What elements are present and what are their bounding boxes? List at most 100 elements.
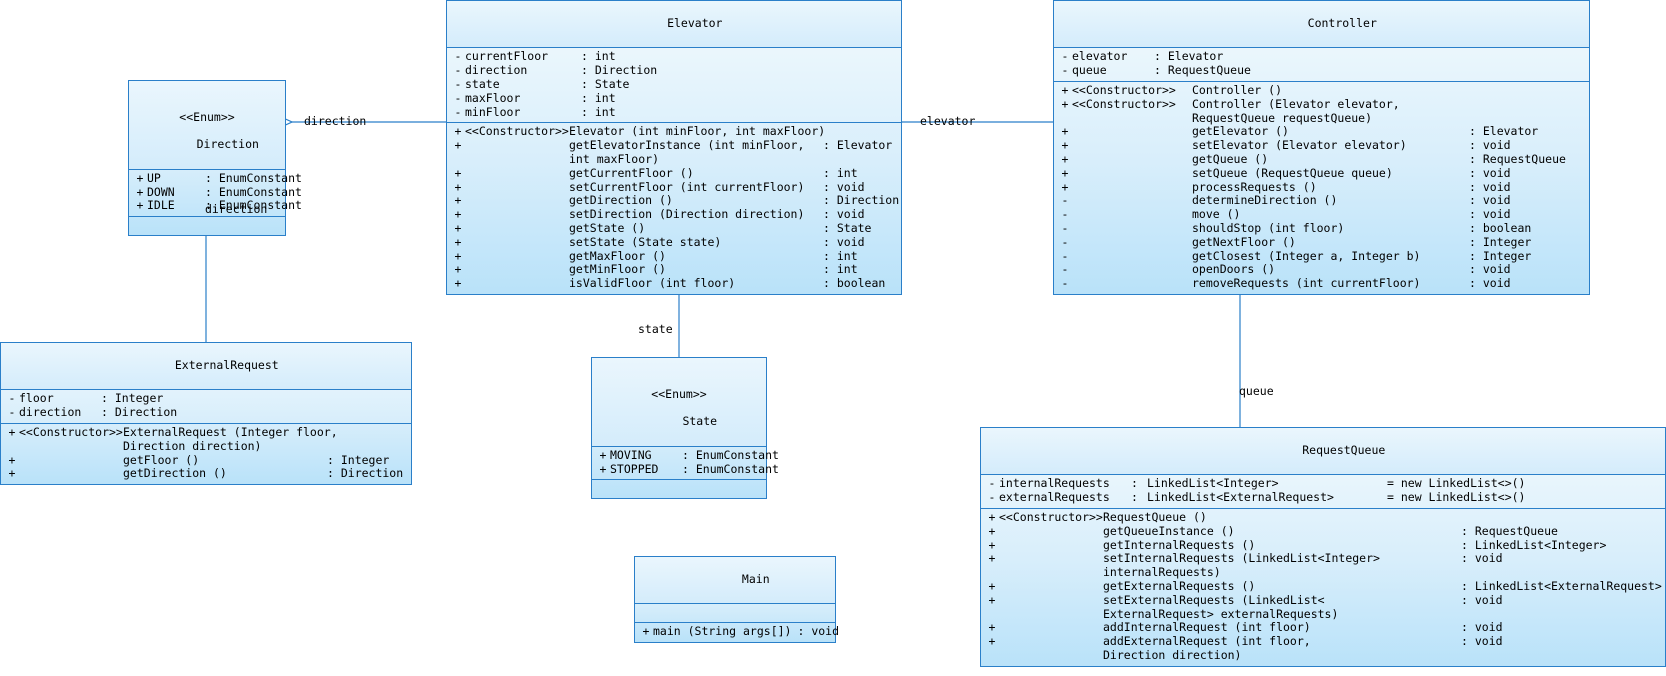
class-stereotype: <<Enum>> [651, 386, 707, 401]
attribute-name: MOVING [610, 447, 652, 462]
method-return: : RequestQueue [1469, 151, 1566, 166]
attribute-type: : State [581, 76, 630, 91]
method-return: : void [1469, 193, 1511, 208]
visibility: + [454, 262, 462, 277]
method-row: -getNextFloor (): Integer [1054, 234, 1589, 250]
method-row: +<<Constructor>>Controller () [1054, 82, 1589, 98]
class-title-main: Main [635, 557, 835, 605]
method-return: : Integer [327, 452, 390, 467]
class-box-main[interactable]: Main +main (String args[]): void [634, 556, 840, 644]
class-title-elevator: Elevator [447, 1, 901, 49]
method-return: : int [823, 248, 858, 263]
visibility: + [136, 170, 144, 185]
class-box-controller[interactable]: Controller -elevator: Elevator -queue: R… [1053, 0, 1590, 295]
attribute-name: minFloor [465, 104, 521, 119]
method-signature: removeRequests (int currentFloor) [1192, 276, 1421, 291]
method-row: +processRequests (): void [1054, 179, 1589, 195]
visibility: + [136, 198, 144, 213]
attribute-type: : RequestQueue [1154, 63, 1251, 78]
visibility: - [1061, 220, 1069, 235]
attribute-type: : EnumConstant [205, 198, 302, 213]
class-title-controller: Controller [1054, 1, 1589, 49]
class-name: Direction [196, 137, 259, 152]
method-row: +setInternalRequests (LinkedList<Integer… [981, 552, 1665, 566]
attribute-initializer: = new LinkedList<>() [1387, 476, 1526, 491]
visibility: + [988, 620, 996, 635]
method-continuation: RequestQueue requestQueue) [1192, 110, 1373, 125]
attribute-type: : int [581, 90, 616, 105]
attribute-type: : EnumConstant [205, 170, 302, 185]
method-signature: addExternalRequest (int floor, [1103, 634, 1311, 649]
method-row: +setCurrentFloor (int currentFloor): voi… [447, 179, 901, 195]
class-stereotype: <<Enum>> [179, 109, 235, 124]
method-return: : void [797, 624, 840, 639]
visibility: - [454, 49, 462, 64]
method-row: -getClosest (Integer a, Integer b): Inte… [1054, 249, 1589, 264]
method-signature: setInternalRequests (LinkedList<Integer> [1103, 551, 1380, 566]
method-return: : void [1469, 165, 1511, 180]
class-box-request-queue[interactable]: RequestQueue -internalRequests:LinkedLis… [980, 427, 1666, 667]
attribute-type: : EnumConstant [205, 184, 302, 199]
method-return: : Direction [823, 193, 900, 208]
class-box-state[interactable]: <<Enum>> State +MOVING: EnumConstant +ST… [591, 357, 779, 500]
attribute-name: elevator [1072, 49, 1128, 64]
method-stereotype: <<Constructor>> [19, 424, 123, 439]
methods-compartment-direction [129, 217, 285, 235]
visibility: + [1061, 82, 1069, 97]
method-return: : void [1469, 207, 1511, 222]
visibility: + [599, 447, 607, 462]
method-signature: getCurrentFloor () [569, 165, 694, 180]
class-box-direction[interactable]: <<Enum>> Direction +UP: EnumConstant +DO… [128, 80, 302, 237]
method-row: +getExternalRequests (): LinkedList<Exte… [981, 579, 1665, 594]
method-row: +setDirection (Direction direction): voi… [447, 207, 901, 222]
class-box-external-request[interactable]: ExternalRequest -floor: Integer -directi… [0, 342, 412, 486]
visibility: - [1061, 234, 1069, 249]
class-name: Elevator [667, 15, 723, 30]
class-box-elevator[interactable]: Elevator -currentFloor: int -direction: … [446, 0, 902, 295]
method-return: : void [1469, 179, 1511, 194]
visibility: - [1061, 49, 1069, 64]
attribute-row: -floor: Integer [1, 391, 411, 406]
visibility: + [1061, 124, 1069, 139]
method-row: +getCurrentFloor (): int [447, 165, 901, 181]
attribute-separator: : [1131, 490, 1138, 505]
methods-compartment-request-queue: +<<Constructor>>RequestQueue () +getQueu… [981, 509, 1665, 666]
method-return: : boolean [823, 276, 886, 291]
method-continuation: int maxFloor) [569, 151, 660, 166]
method-signature: getElevator () [1192, 124, 1289, 139]
attribute-row: +MOVING : EnumConstant [592, 447, 779, 463]
attribute-row: +DOWN: EnumConstant [129, 185, 302, 200]
method-return: : void [823, 234, 865, 249]
method-signature: determineDirection () [1192, 193, 1338, 208]
method-signature: openDoors () [1192, 262, 1276, 277]
method-signature: Elevator (int minFloor, int maxFloor) [569, 124, 826, 139]
attribute-row: -direction: Direction [1, 405, 411, 420]
method-row: +getMaxFloor (): int [447, 248, 901, 264]
visibility: - [988, 476, 996, 491]
class-name: Main [741, 571, 770, 586]
method-signature: getQueue () [1192, 151, 1269, 166]
method-row: +getElevator (): Elevator [1054, 125, 1589, 139]
class-name: ExternalRequest [174, 357, 279, 372]
method-signature: setCurrentFloor (int currentFloor) [569, 179, 805, 194]
method-signature: getInternalRequests () [1103, 537, 1256, 552]
method-signature: getNextFloor () [1192, 234, 1296, 249]
method-row: +addExternalRequest (int floor,: void [981, 634, 1665, 649]
attributes-compartment-main [635, 604, 835, 624]
visibility: - [8, 405, 16, 420]
attribute-name: internalRequests [999, 476, 1110, 491]
visibility: + [454, 165, 462, 180]
method-signature: getMinFloor () [569, 262, 666, 277]
visibility: + [1061, 179, 1069, 194]
attribute-type: : EnumConstant [682, 447, 779, 462]
attributes-compartment-elevator: -currentFloor: int -direction: Direction… [447, 48, 901, 124]
method-row: +getState (): State [447, 220, 901, 236]
visibility: + [454, 179, 462, 194]
method-signature: getMaxFloor () [569, 248, 666, 263]
method-row: +getFloor (): Integer [1, 452, 411, 468]
method-continuation: Direction direction) [123, 438, 262, 453]
method-row: +getQueueInstance (): RequestQueue [981, 524, 1665, 539]
method-row: +getInternalRequests (): LinkedList<Inte… [981, 537, 1665, 553]
method-return: : State [823, 220, 872, 235]
visibility: + [1061, 96, 1069, 111]
